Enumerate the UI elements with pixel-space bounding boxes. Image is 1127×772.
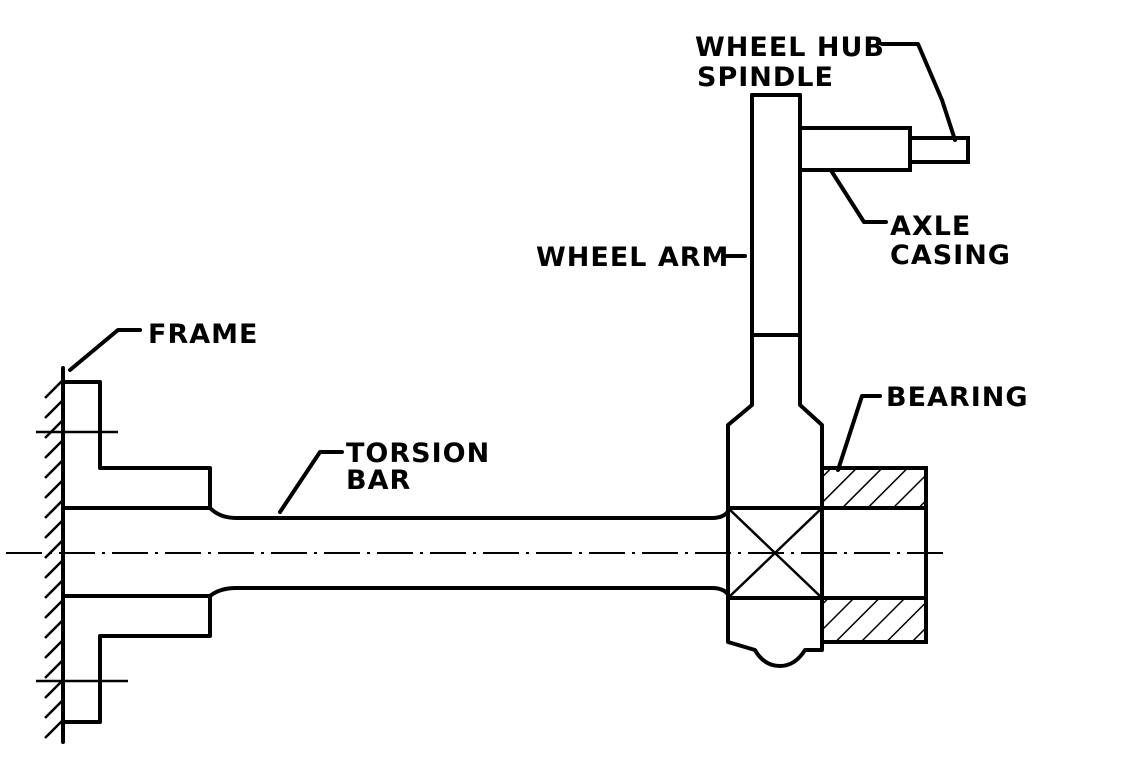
label-bearing: BEARING — [886, 382, 1029, 413]
label-axle: AXLE — [890, 211, 971, 242]
axle-casing — [798, 126, 912, 172]
label-wheel-arm: WHEEL ARM — [536, 242, 729, 273]
label-casing: CASING — [890, 240, 1011, 271]
wheel-hub-spindle — [908, 136, 970, 164]
wheel-arm — [726, 93, 824, 668]
leader-lines — [68, 42, 957, 514]
label-frame: FRAME — [148, 319, 258, 350]
bearing — [820, 466, 928, 644]
label-bar: BAR — [346, 465, 411, 496]
label-torsion: TORSION — [346, 438, 490, 469]
label-wheel-hub: WHEEL HUB — [695, 32, 885, 63]
label-spindle: SPINDLE — [697, 62, 834, 93]
frame-wall — [44, 366, 65, 744]
